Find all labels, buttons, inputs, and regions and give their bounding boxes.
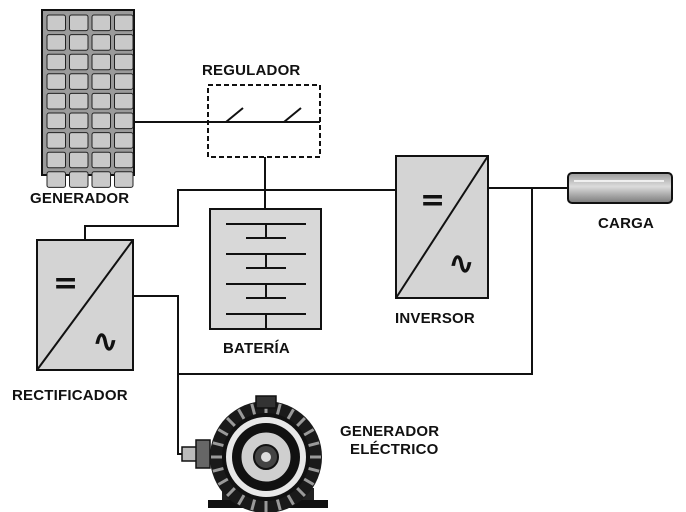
- solar-cell: [69, 53, 89, 71]
- solar-cell: [46, 14, 66, 32]
- wires: [84, 121, 568, 455]
- solar-cell: [91, 151, 111, 169]
- inverter-ac-symbol: ∿: [448, 244, 475, 282]
- solar-cell: [91, 34, 111, 51]
- solar-cell: [91, 112, 111, 130]
- solar-cell: [114, 151, 134, 169]
- generator-fin: [212, 441, 224, 448]
- solar-cell: [69, 132, 89, 149]
- solar-cell: [46, 53, 66, 71]
- solar-cell: [69, 14, 89, 32]
- solar-panel-cells: [46, 14, 134, 188]
- solar-cell: [114, 34, 134, 51]
- rectifier-label: RECTIFICADOR: [12, 387, 128, 404]
- generator-fin: [275, 403, 282, 415]
- generator-fin: [303, 477, 315, 486]
- battery-label: BATERÍA: [223, 340, 290, 357]
- solar-cell: [46, 34, 66, 51]
- solar-cell: [114, 53, 134, 71]
- electric-generator-label-line1: GENERADOR: [340, 423, 440, 440]
- solar-cell: [91, 132, 111, 149]
- inverter-dc-symbol: =: [420, 183, 445, 218]
- solar-cell: [46, 92, 66, 110]
- electric-generator-icon: [181, 395, 328, 512]
- solar-cell: [46, 73, 66, 90]
- inverter-icon: [395, 155, 489, 299]
- solar-cell: [91, 171, 111, 188]
- wire-dc-bus-top: [84, 189, 396, 240]
- generator-fins: [211, 402, 321, 512]
- solar-cell: [114, 73, 134, 90]
- solar-cell: [46, 171, 66, 188]
- inverter-label: INVERSOR: [395, 310, 475, 327]
- solar-panel-icon: [41, 9, 135, 188]
- generator-fin: [275, 499, 282, 511]
- generator-fin: [217, 477, 229, 486]
- load-resistor-icon: [567, 172, 673, 204]
- solar-cell: [69, 171, 89, 188]
- regulator-label: REGULADOR: [202, 62, 301, 79]
- generator-fin: [250, 403, 257, 415]
- generator-fin: [217, 428, 229, 437]
- solar-cell: [114, 92, 134, 110]
- solar-cell: [91, 14, 111, 32]
- generator-fin: [303, 428, 315, 437]
- solar-cell: [69, 73, 89, 90]
- solar-cell: [69, 112, 89, 130]
- solar-cell: [69, 92, 89, 110]
- load-label: CARGA: [598, 215, 654, 232]
- solar-cell: [46, 112, 66, 130]
- generator-fin: [237, 494, 246, 506]
- solar-generator-label: GENERADOR: [30, 190, 130, 207]
- generator-fin: [296, 417, 306, 427]
- generator-fin: [226, 417, 236, 427]
- solar-cell: [114, 14, 134, 32]
- regulator-switch-icon: [207, 84, 321, 158]
- generator-fin: [286, 408, 295, 420]
- rectifier-dc-symbol: =: [53, 266, 78, 301]
- generator-fin: [212, 466, 224, 473]
- solar-cell: [69, 34, 89, 51]
- generator-fin: [286, 494, 295, 506]
- electric-generator-label-line2: ELÉCTRICO: [350, 441, 439, 458]
- solar-cell: [69, 151, 89, 169]
- battery-icon: [209, 208, 322, 330]
- generator-fin: [237, 408, 246, 420]
- solar-cell: [91, 92, 111, 110]
- solar-cell: [91, 53, 111, 71]
- generator-fin: [250, 499, 257, 511]
- solar-cell: [114, 132, 134, 149]
- solar-cell: [114, 112, 134, 130]
- solar-cell: [46, 151, 66, 169]
- rectifier-ac-symbol: ∿: [92, 322, 119, 360]
- solar-cell: [91, 73, 111, 90]
- generator-fin: [308, 466, 320, 473]
- rectifier-icon: [36, 239, 134, 371]
- generator-fin: [226, 487, 236, 497]
- generator-fin: [296, 487, 306, 497]
- solar-cell: [46, 132, 66, 149]
- generator-fin: [308, 441, 320, 448]
- solar-cell: [114, 171, 134, 188]
